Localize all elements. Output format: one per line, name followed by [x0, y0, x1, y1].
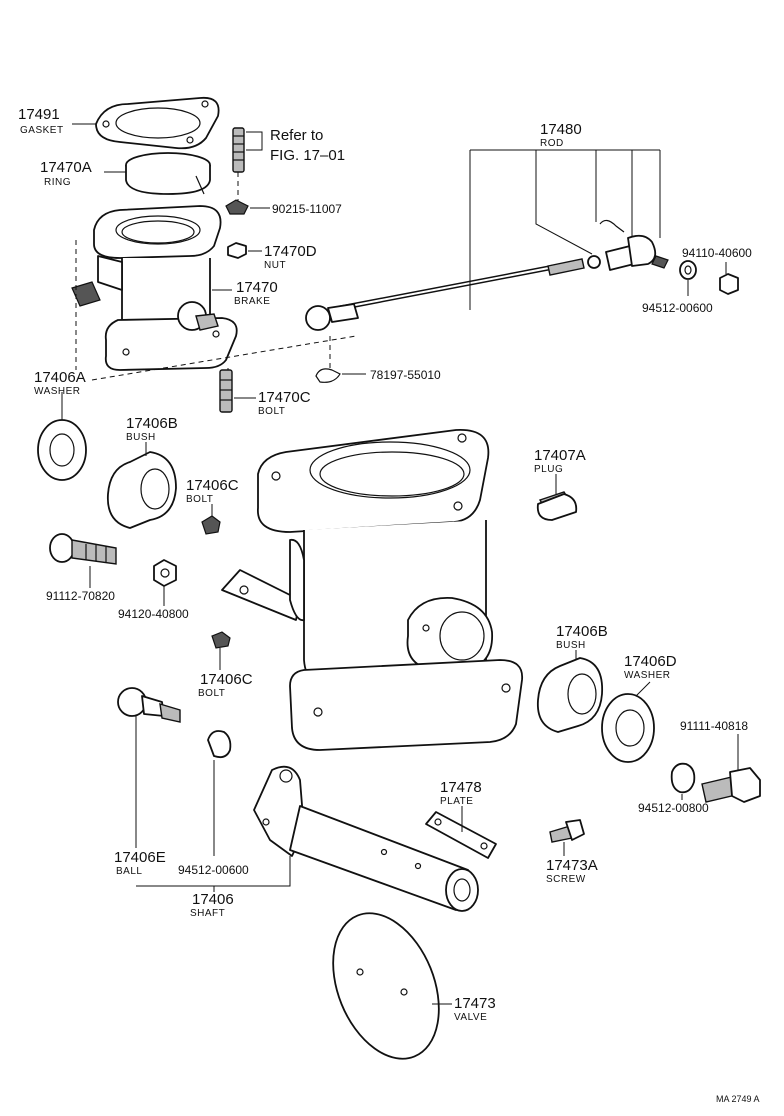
- ring-17470a: [125, 152, 211, 195]
- label-17470c-name: BOLT: [258, 406, 285, 417]
- bolt-91112: [49, 533, 117, 565]
- shaft-17406: [253, 765, 479, 912]
- label-17491-name: GASKET: [20, 125, 64, 136]
- label-17470d-name: NUT: [264, 260, 286, 271]
- label-17470-name: BRAKE: [234, 296, 270, 307]
- label-17491-number: 17491: [18, 106, 60, 123]
- label-17406b-bottom-name: BUSH: [556, 640, 586, 651]
- clip-78197: [315, 368, 341, 383]
- nut-94110: [719, 273, 739, 295]
- label-17407a-number: 17407A: [534, 447, 586, 464]
- label-17406b-bottom-number: 17406B: [556, 623, 608, 640]
- plug-17407a: [536, 491, 578, 521]
- washer-17406d: [601, 693, 655, 763]
- stud-ref: [232, 127, 245, 173]
- label-17470a-name: RING: [44, 177, 71, 188]
- label-90215-number: 90215-11007: [272, 202, 342, 216]
- label-17406d-name: WASHER: [624, 670, 671, 681]
- plate-17478: [425, 811, 497, 859]
- bush-17406b-bottom: [536, 657, 603, 733]
- nut-17470d: [227, 242, 247, 259]
- label-17406c-bottom-number: 17406C: [200, 671, 253, 688]
- bolt-17470c: [219, 369, 233, 413]
- bush-17406b-top: [107, 451, 177, 529]
- label-94512c-number: 94512-00600: [178, 863, 249, 877]
- label-17478-number: 17478: [440, 779, 482, 796]
- washer-94512-c: [207, 730, 232, 759]
- bolt-17406c-bottom: [211, 631, 231, 649]
- clip-90215: [225, 199, 249, 215]
- label-17406a-number: 17406A: [34, 369, 86, 386]
- label-17473a-name: SCREW: [546, 874, 586, 885]
- label-17406e-name: BALL: [116, 866, 142, 877]
- label-17406a-name: WASHER: [34, 386, 81, 397]
- label-94512b-number: 94512-00800: [638, 801, 709, 815]
- label-ref-line1: Refer to: [270, 127, 323, 144]
- label-17470d-number: 17470D: [264, 243, 317, 260]
- label-17480-number: 17480: [540, 121, 582, 138]
- label-17470a-number: 17470A: [40, 159, 92, 176]
- washer-94512-a: [679, 260, 697, 280]
- label-17406c-bottom-name: BOLT: [198, 688, 225, 699]
- label-17406e-number: 17406E: [114, 849, 166, 866]
- label-17406-name: SHAFT: [190, 908, 225, 919]
- label-17478-name: PLATE: [440, 796, 473, 807]
- label-17406b-top-number: 17406B: [126, 415, 178, 432]
- bolt-17406c-top: [201, 515, 221, 535]
- label-17473-number: 17473: [454, 995, 496, 1012]
- screw-17473a: [549, 819, 585, 843]
- label-17470c-number: 17470C: [258, 389, 311, 406]
- brake-17470: [71, 205, 238, 371]
- label-78197-number: 78197-55010: [370, 368, 441, 382]
- label-91112-number: 91112-70820: [46, 589, 115, 603]
- label-17480-name: ROD: [540, 138, 564, 149]
- label-91111-number: 91111-40818: [680, 719, 748, 733]
- rod-17480: [305, 219, 669, 331]
- label-94110-number: 94110-40600: [682, 246, 752, 260]
- label-17406b-top-name: BUSH: [126, 432, 156, 443]
- diagram-code: MA 2749 A: [716, 1094, 760, 1104]
- label-ref-line2: FIG. 17–01: [270, 147, 345, 164]
- label-17473a-number: 17473A: [546, 857, 598, 874]
- gasket-17491: [95, 96, 220, 150]
- washer-17406a: [37, 419, 87, 481]
- washer-94512-b: [670, 762, 696, 794]
- label-17406-number: 17406: [192, 891, 234, 908]
- label-17470-number: 17470: [236, 279, 278, 296]
- valve-17473: [332, 912, 440, 1060]
- label-94512a-number: 94512-00600: [642, 301, 713, 315]
- ball-17406e: [117, 687, 181, 723]
- nut-94120: [153, 559, 177, 587]
- label-17407a-name: PLUG: [534, 464, 563, 475]
- bolt-91111: [701, 767, 761, 803]
- label-17406c-top-name: BOLT: [186, 494, 213, 505]
- label-17406c-top-number: 17406C: [186, 477, 239, 494]
- label-94120-number: 94120-40800: [118, 607, 189, 621]
- label-17473-name: VALVE: [454, 1012, 487, 1023]
- brake-body: [221, 429, 523, 751]
- label-17406d-number: 17406D: [624, 653, 677, 670]
